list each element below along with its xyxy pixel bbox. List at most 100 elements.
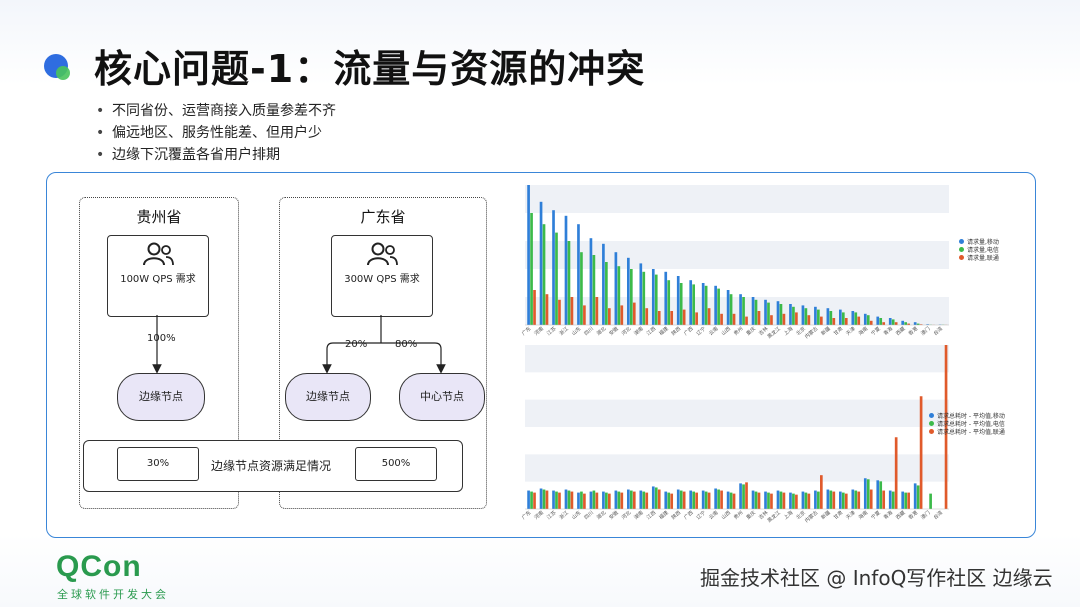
bar — [820, 475, 823, 509]
bar — [745, 316, 748, 325]
bar — [654, 487, 658, 509]
latency-chart: 广东河南江苏浙江山东四川湖北安徽河北湖南江西福建陕西广西辽宁云南山西贵州重庆吉林… — [520, 345, 949, 524]
bar — [854, 312, 858, 325]
legend-item: 请求总耗时 - 平均值,电信 — [929, 419, 1005, 428]
bar — [570, 297, 574, 325]
bar — [570, 491, 574, 509]
bullet-item: 边缘下沉覆盖各省用户排期 — [96, 144, 336, 166]
bar — [792, 493, 795, 509]
bar — [901, 491, 905, 509]
bar — [707, 492, 711, 509]
bar — [704, 491, 708, 509]
bar — [701, 283, 705, 325]
tick-label: 安徽 — [608, 509, 620, 521]
legend-label: 请求量,电信 — [967, 246, 999, 254]
bar — [767, 492, 770, 509]
chart2-legend: 请求总耗时 - 平均值,移动 请求总耗时 - 平均值,电信 请求总耗时 - 平均… — [929, 411, 1005, 436]
tick-label: 上海 — [782, 325, 794, 337]
legend-label: 请求量,联通 — [967, 254, 999, 262]
tick-label: 江苏 — [545, 509, 557, 521]
bar — [891, 319, 895, 325]
tick-label: 北京 — [795, 325, 807, 337]
tick-label: 陕西 — [670, 509, 682, 521]
legend-item: 请求量,电信 — [959, 245, 999, 254]
tick-label: 青海 — [882, 509, 894, 521]
demand-label: 100W QPS 需求 — [120, 274, 196, 285]
bar — [801, 491, 805, 509]
bar — [552, 210, 555, 325]
bar — [617, 266, 621, 325]
tick-label: 广东 — [520, 325, 532, 337]
bar — [888, 490, 892, 509]
bar — [530, 213, 533, 325]
bar — [770, 493, 773, 509]
tick-label: 辽宁 — [695, 509, 707, 521]
tick-label: 甘肃 — [832, 509, 844, 521]
bar — [869, 320, 873, 325]
bar — [567, 241, 571, 325]
bar — [839, 309, 842, 325]
bar — [552, 490, 555, 509]
bar — [676, 489, 680, 509]
bar — [542, 489, 546, 509]
bar — [592, 490, 596, 509]
bar — [533, 492, 536, 509]
bar — [667, 492, 671, 509]
tick-label: 湖南 — [633, 509, 645, 521]
split-percent-left: 20% — [343, 339, 370, 350]
tick-label: 澳门 — [919, 325, 931, 337]
tick-label: 北京 — [795, 509, 807, 521]
tick-label: 黑龙江 — [766, 509, 782, 524]
tick-label: 内蒙古 — [803, 325, 819, 339]
bar — [689, 280, 693, 325]
tick-label: 宁夏 — [870, 509, 882, 521]
bar — [580, 252, 583, 325]
bar — [804, 308, 808, 325]
bar — [617, 491, 621, 509]
bar — [841, 492, 845, 509]
tick-label: 青海 — [882, 325, 894, 337]
bar — [782, 492, 786, 509]
bar — [804, 492, 808, 509]
bar — [829, 311, 833, 325]
bar — [695, 492, 698, 509]
bar — [754, 299, 758, 325]
zone-title: 广东省 — [360, 208, 406, 226]
tick-label: 香港 — [907, 509, 919, 521]
bar — [929, 493, 932, 509]
bar — [742, 484, 745, 509]
bar — [717, 288, 720, 325]
zone-guizhou: 贵州省 — [79, 197, 239, 509]
tick-label: 海南 — [857, 509, 869, 521]
bar — [657, 311, 661, 325]
tick-label: 黑龙江 — [766, 325, 782, 339]
bar — [632, 491, 636, 509]
bar — [605, 262, 608, 325]
bar — [627, 257, 630, 325]
zone-title: 贵州省 — [136, 208, 182, 226]
bar — [792, 306, 795, 325]
bar — [629, 269, 633, 325]
bar — [851, 311, 855, 325]
tick-label: 山东 — [570, 509, 582, 521]
bar — [564, 215, 568, 325]
bar — [866, 479, 870, 509]
legend-swatch — [959, 246, 964, 252]
tick-label: 浙江 — [558, 509, 570, 521]
bar — [820, 316, 823, 325]
tick-label: 福建 — [658, 325, 670, 337]
bar — [907, 323, 910, 325]
bar — [876, 480, 880, 509]
qcon-logo: QCon — [56, 550, 142, 583]
tick-label: 江苏 — [545, 325, 557, 337]
bar — [608, 308, 611, 325]
bullet-list: 不同省份、运营商接入质量参差不齐 偏远地区、服务性能差、但用户少 边缘下沉覆盖各… — [96, 100, 336, 166]
tick-label: 重庆 — [745, 509, 757, 521]
legend-label: 请求总耗时 - 平均值,电信 — [937, 420, 1005, 428]
tick-label: 香港 — [907, 325, 919, 337]
bar — [689, 490, 693, 509]
resource-status-bar — [83, 440, 463, 492]
bullet-item: 偏远地区、服务性能差、但用户少 — [96, 122, 336, 144]
bar — [679, 283, 683, 325]
legend-label: 请求量,移动 — [967, 238, 999, 246]
